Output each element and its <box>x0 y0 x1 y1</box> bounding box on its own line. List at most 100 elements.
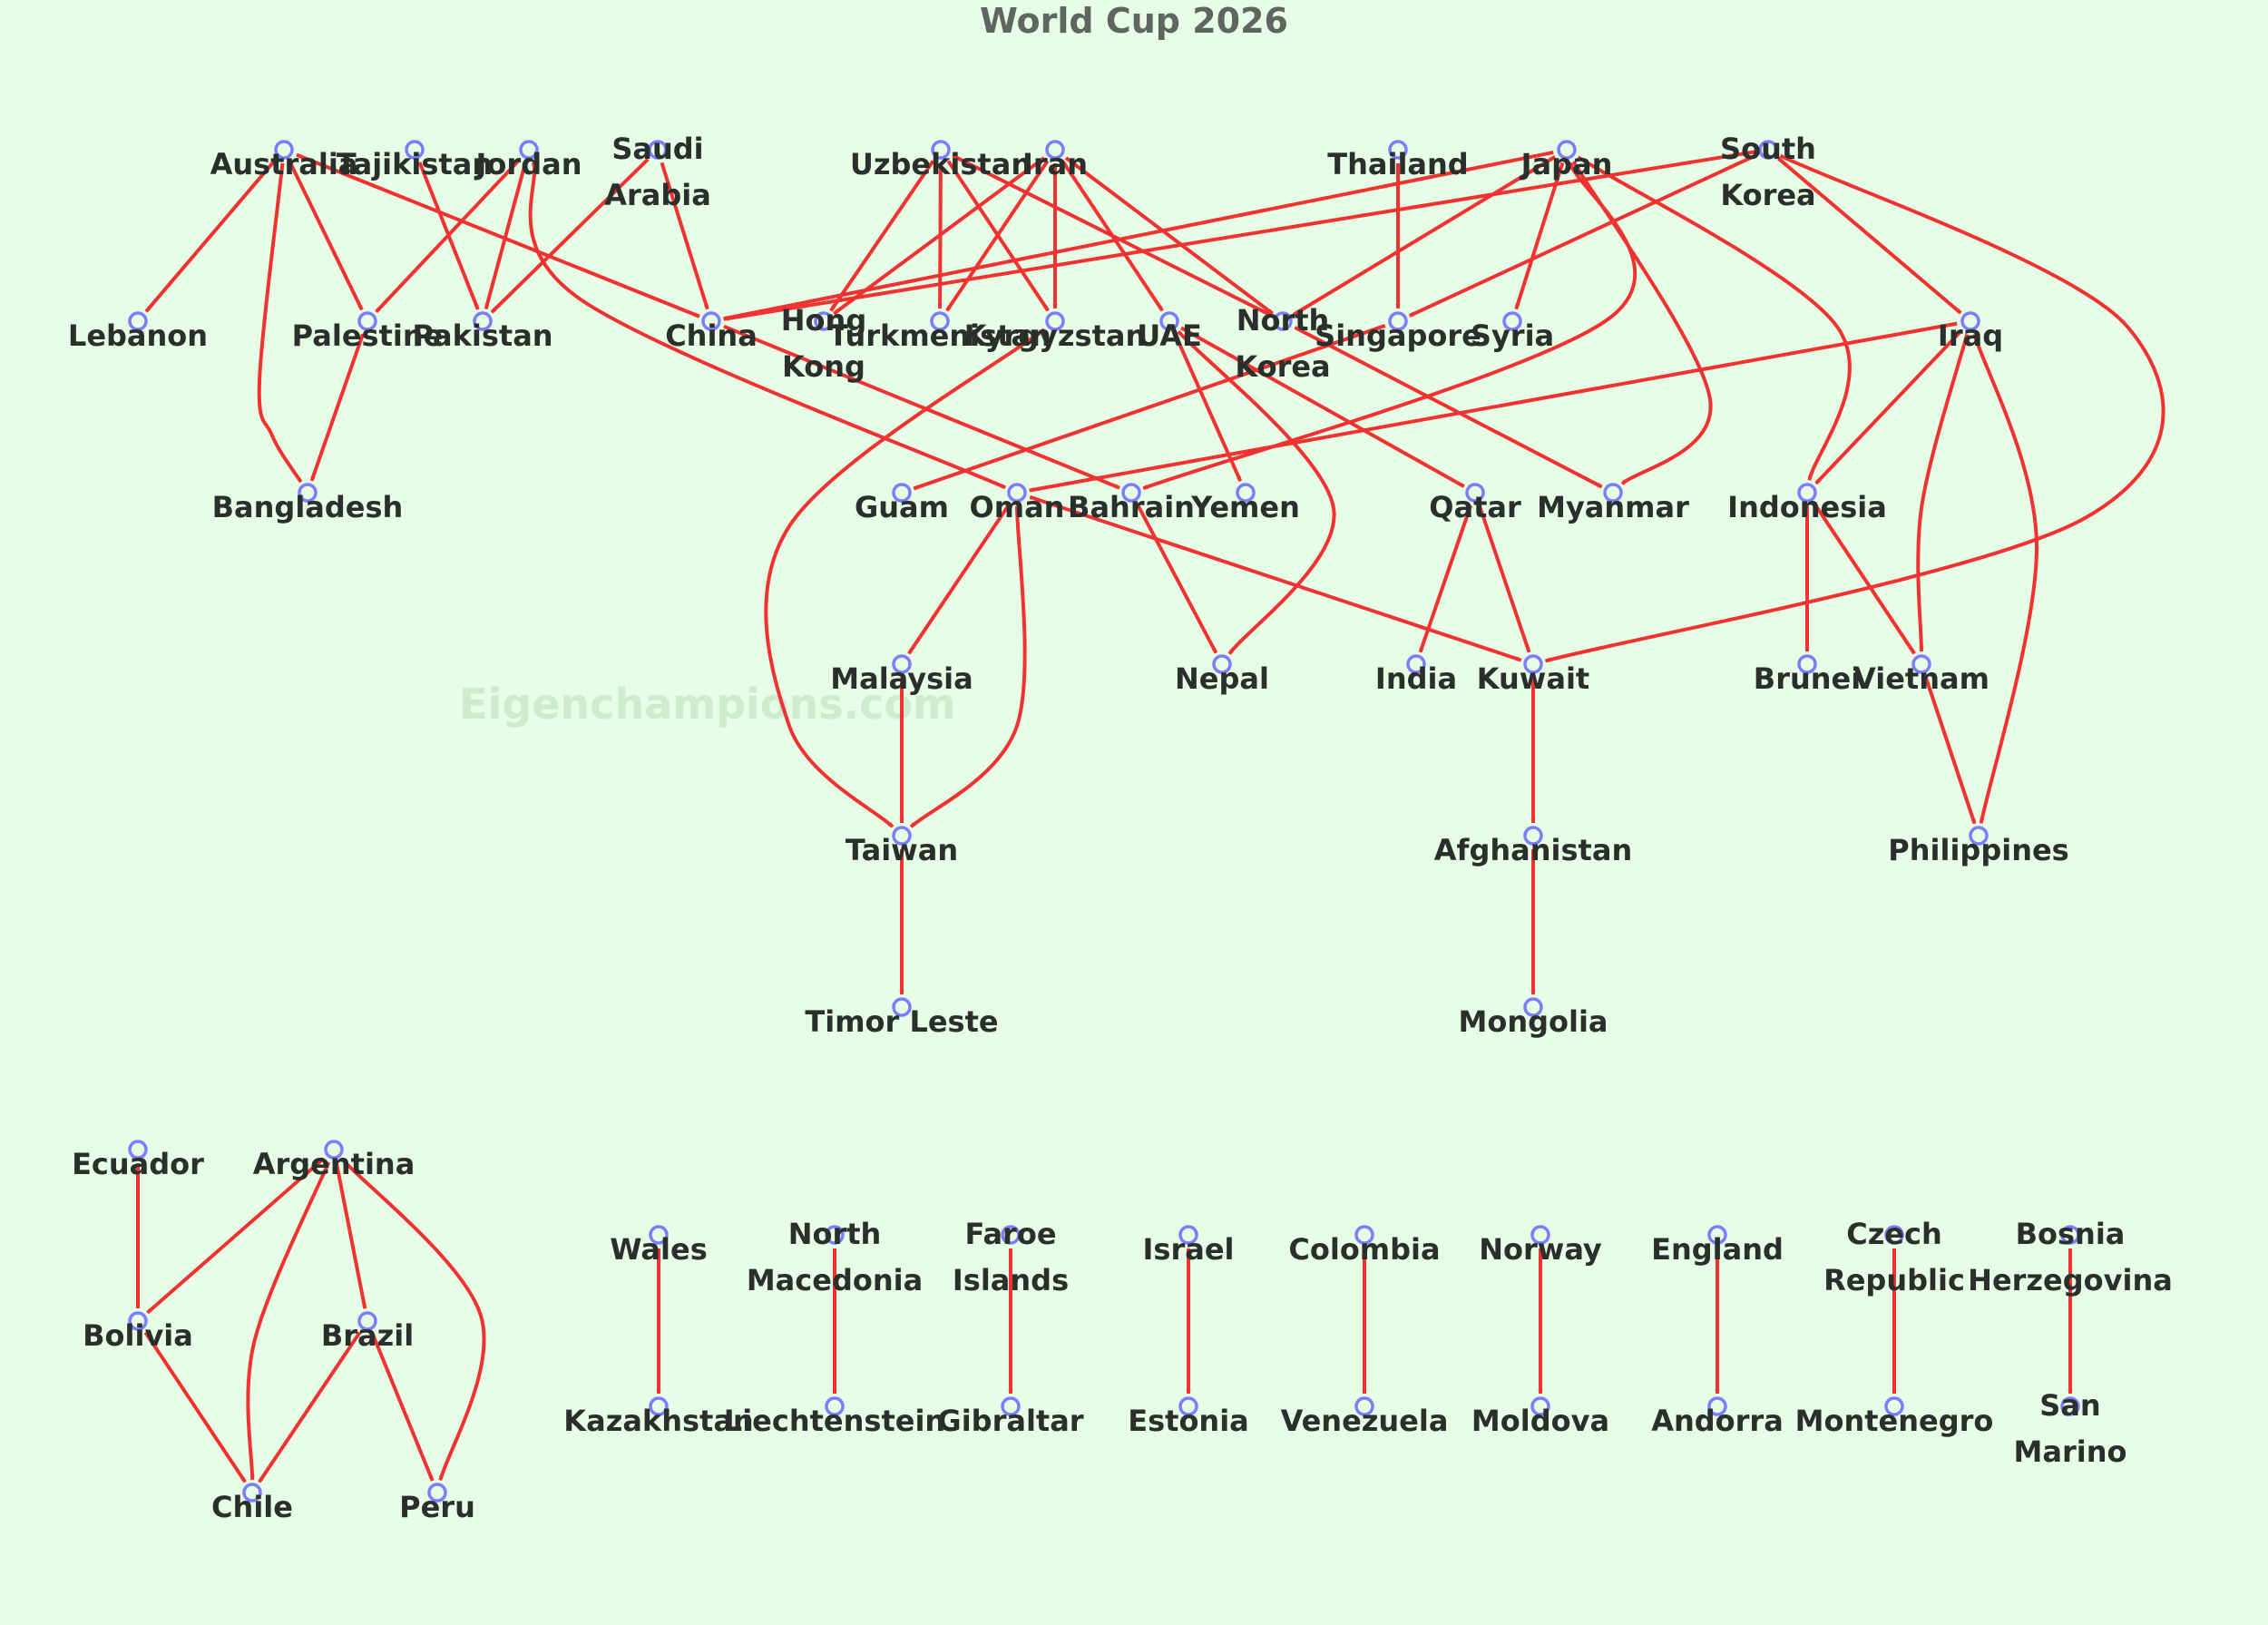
node-marker <box>892 654 912 674</box>
node-afghanistan: Afghanistan <box>1434 826 1632 867</box>
edge-uae-to-nepal <box>1177 329 1336 655</box>
diagram-title: World Cup 2026 <box>980 1 1288 41</box>
node-nepal: Nepal <box>1175 654 1269 696</box>
node-argentina: Argentina <box>253 1140 415 1181</box>
edge-brazil-to-chile <box>258 1331 362 1483</box>
node-label: Iran <box>1022 147 1088 181</box>
node-kyrgyzstan: Kyrgyzstan <box>964 311 1146 353</box>
edge-argentina-to-bolivia <box>146 1157 326 1315</box>
node-marker <box>1911 654 1931 674</box>
node-label: Tajikistan <box>337 147 493 181</box>
node-guam: Guam <box>855 483 949 524</box>
edge-singapore-to-guam <box>913 324 1386 491</box>
node-marker <box>519 140 539 160</box>
node-marker <box>892 483 912 503</box>
node-china: China <box>665 311 758 353</box>
node-marker <box>1273 311 1293 331</box>
node-label: Wales <box>610 1232 707 1267</box>
edge-iran-to-north-korea <box>1064 156 1275 316</box>
node-marker <box>1354 1225 1374 1245</box>
node-marker <box>1354 1396 1374 1416</box>
node-japan: Japan <box>1520 140 1613 181</box>
node-israel: Israel <box>1143 1225 1235 1267</box>
node-marker <box>1236 483 1256 503</box>
edge-australia-to-china <box>296 152 700 318</box>
node-label: Guam <box>855 490 949 524</box>
node-syria: Syria <box>1471 311 1554 353</box>
node-myanmar: Myanmar <box>1537 483 1689 524</box>
node-wales: Wales <box>610 1225 708 1267</box>
node-marker <box>1960 311 1980 331</box>
node-label: Republic <box>1823 1263 1965 1297</box>
node-marker <box>1884 1396 1904 1416</box>
node-label: Iraq <box>1938 318 2003 353</box>
edge-iran-to-turkmenistan <box>945 160 1050 312</box>
node-label: Moldova <box>1471 1404 1609 1438</box>
node-marker <box>1007 483 1027 503</box>
node-label: Kuwait <box>1477 661 1589 696</box>
edge-south-korea-to-singapore <box>1408 153 1757 318</box>
node-iran: Iran <box>1022 140 1088 181</box>
node-label: Japan <box>1520 147 1613 181</box>
node-label: Pakistan <box>412 318 552 353</box>
node-label: Singapore <box>1315 318 1481 353</box>
node-label: Venezuela <box>1281 1404 1449 1438</box>
node-pakistan: Pakistan <box>412 311 553 353</box>
node-label: Lebanon <box>68 318 208 353</box>
node-liechtenstein: Liechtenstein <box>724 1396 945 1438</box>
node-label: Australia <box>210 147 358 181</box>
node-andorra: Andorra <box>1651 1396 1784 1438</box>
node-india: India <box>1375 654 1457 696</box>
node-bangladesh: Bangladesh <box>212 483 403 524</box>
edge-bolivia-to-chile <box>143 1331 247 1483</box>
node-label: Brazil <box>321 1318 414 1353</box>
edge-iraq-to-vietnam <box>1916 334 1970 652</box>
edge-australia-to-bangladesh <box>257 162 303 484</box>
edge-brazil-to-peru <box>370 1333 435 1482</box>
node-marker <box>892 997 912 1017</box>
edge-japan-to-china <box>723 150 1554 321</box>
node-marker <box>1707 1225 1727 1245</box>
node-malaysia: Malaysia <box>830 654 973 696</box>
node-marker <box>405 140 425 160</box>
node-label: Korea <box>1720 178 1815 212</box>
node-label: India <box>1375 661 1457 696</box>
node-estonia: Estonia <box>1128 1396 1249 1438</box>
node-label: Argentina <box>253 1147 415 1181</box>
edge-uzbekistan-to-hong-kong <box>829 160 935 312</box>
node-marker <box>649 1396 669 1416</box>
node-lebanon: Lebanon <box>68 311 208 353</box>
node-label: Ecuador <box>72 1147 204 1181</box>
node-label: Oman <box>970 490 1065 524</box>
edge-uae-to-yemen <box>1173 332 1243 483</box>
node-label: Faroe <box>964 1217 1056 1251</box>
edge-jordan-to-oman <box>528 162 1007 490</box>
node-marker <box>1969 826 1989 846</box>
node-marker <box>892 826 912 846</box>
edge-japan-to-syria <box>1514 162 1565 310</box>
watermark: Eigenchampions.com <box>459 680 956 729</box>
node-marker <box>825 1396 845 1416</box>
edge-indonesia-to-vietnam <box>1813 503 1916 655</box>
node-label: Uzbekistan <box>850 147 1031 181</box>
edge-argentina-to-brazil <box>334 1162 367 1309</box>
node-marker <box>1530 1225 1550 1245</box>
node-marker <box>1178 1396 1198 1416</box>
node-label: Mongolia <box>1458 1004 1608 1039</box>
node-marker <box>1502 311 1522 331</box>
edge-qatar-to-india <box>1418 504 1473 653</box>
node-label: Philippines <box>1888 833 2068 867</box>
node-marker <box>931 140 951 160</box>
node-label: Thailand <box>1327 147 1468 181</box>
edge-south-korea-to-iraq <box>1777 157 1962 315</box>
node-label: Montenegro <box>1795 1404 1994 1438</box>
node-marker <box>825 1225 845 1245</box>
node-norway: Norway <box>1479 1225 1602 1267</box>
node-marker <box>649 1225 669 1245</box>
node-marker <box>701 311 721 331</box>
node-brunei: Brunei <box>1754 654 1861 696</box>
edge-south-korea-to-kuwait <box>1544 153 2165 663</box>
node-jordan: Jordan <box>474 140 582 181</box>
edge-qatar-to-kuwait <box>1477 504 1531 653</box>
